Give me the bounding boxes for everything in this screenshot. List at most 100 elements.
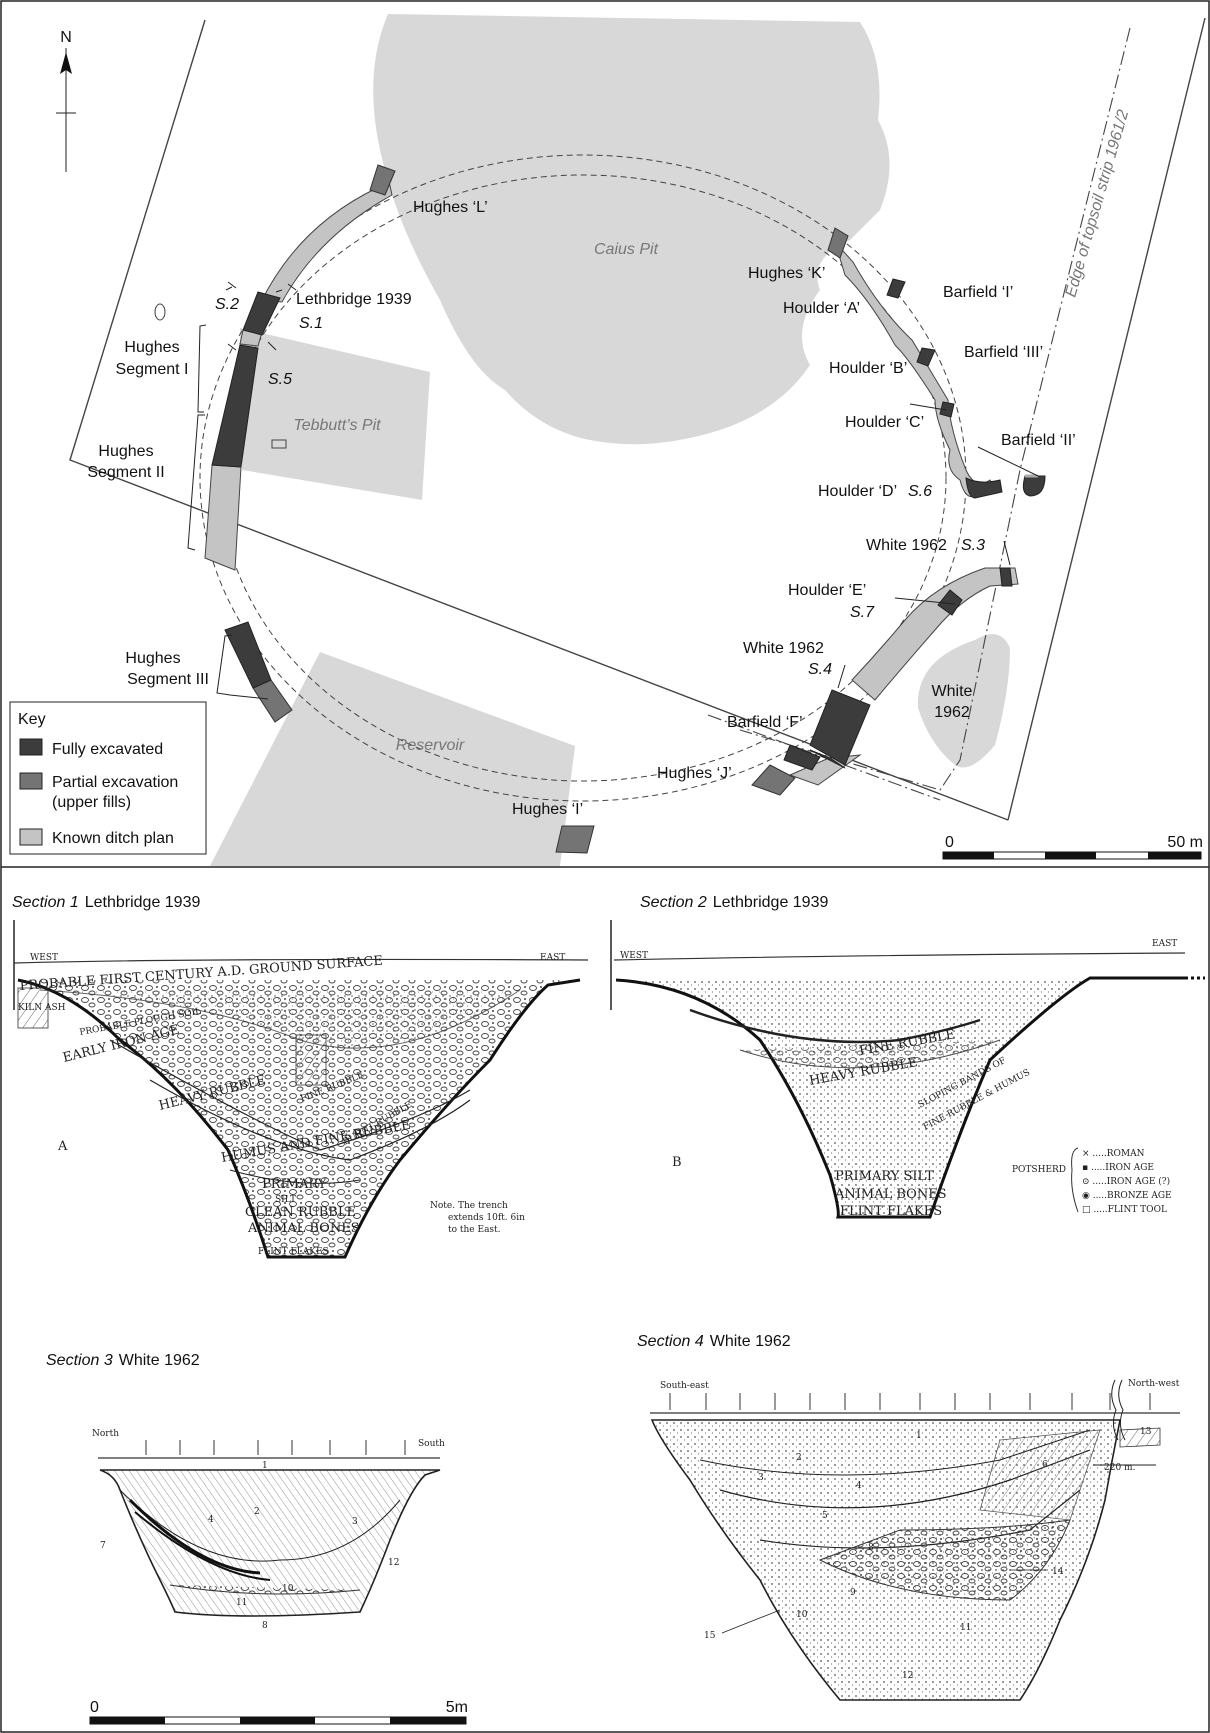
section3-num-1: 1 (262, 1461, 268, 1471)
section1-west: WEST (30, 953, 58, 963)
section1-ditch (17, 978, 581, 1259)
small-rect (271, 439, 287, 449)
section2-legend-2: ▪ .....IRON AGE (1082, 1163, 1154, 1173)
white-1962-area (917, 634, 1010, 768)
section1-animal-bones: ANIMAL BONES (247, 1221, 360, 1236)
section4-num-12: 12 (902, 1671, 913, 1681)
section2-legend-title: POTSHERD (1012, 1165, 1066, 1175)
section2-legend-5: □ .....FLINT TOOL (1082, 1205, 1167, 1215)
key-label-full: Fully excavated (52, 741, 163, 758)
section3-num-10: 10 (282, 1584, 294, 1594)
section1-flint-flakes: FLINT FLAKES (258, 1247, 329, 1257)
section1-east: EAST (540, 953, 565, 963)
section4-num-14: 14 (1052, 1567, 1064, 1577)
ditch-known (204, 170, 1019, 786)
section3-north: North (92, 1429, 119, 1439)
label-s1: S.1 (299, 315, 323, 332)
section2-letter: B (672, 1155, 682, 1170)
section4-num-15: 15 (704, 1631, 716, 1641)
section2-legend-3: ⊙ .....IRON AGE (?) (1082, 1176, 1170, 1187)
key-label-partial-2: (upper fills) (52, 794, 131, 811)
boundary-east (1007, 17, 1206, 821)
section1-letter: A (57, 1139, 68, 1154)
section4-num-5: 5 (822, 1511, 828, 1521)
section4-num-10: 10 (796, 1610, 808, 1620)
tebbutts-pit-label: Tebbutt’s Pit (293, 417, 381, 434)
label-barfield-ii: Barfield ‘II’ (1001, 432, 1076, 449)
section2-west: WEST (620, 951, 648, 961)
tebbutts-pit-area (240, 328, 430, 500)
section4-num-3: 3 (758, 1473, 764, 1483)
section3-num-12: 12 (388, 1558, 399, 1568)
topsoil-strip-label: Edge of topsoil strip 1961/2 (1063, 108, 1133, 299)
section3-num-11: 11 (236, 1598, 247, 1608)
label-s2: S.2 (215, 296, 239, 313)
section4-num-8: 8 (868, 1543, 874, 1553)
sections-scale-start: 0 (90, 1699, 99, 1716)
ditch-partial (252, 164, 849, 854)
section4-num-1: 1 (916, 1431, 922, 1441)
label-white-1962-s3: White 1962 (866, 537, 947, 554)
leader-lines (837, 403, 1039, 689)
label-hughes-seg2-b: Segment II (87, 464, 164, 481)
section-markers (227, 281, 297, 351)
label-lethbridge: Lethbridge 1939 (296, 291, 412, 308)
label-s6: S.6 (908, 483, 932, 500)
label-houlder-a: Houlder ‘A’ (783, 300, 860, 317)
section1-note-1: Note. The trench (430, 1201, 508, 1211)
white-1962-area-line2: 1962 (934, 704, 970, 721)
topsoil-strip-edge (739, 27, 1131, 791)
key-swatch-known (19, 828, 43, 846)
key-label-known: Known ditch plan (52, 830, 174, 847)
section4-num-6: 6 (1042, 1460, 1048, 1470)
key-swatch-full (19, 738, 43, 756)
white-1962-area-line1: White (932, 683, 973, 700)
reservoir-area (210, 652, 575, 866)
section4-num-2: 2 (796, 1453, 802, 1463)
segment-brackets (187, 286, 283, 700)
section3-num-7: 7 (100, 1541, 106, 1551)
label-houlder-e: Houlder ‘E’ (788, 582, 866, 599)
reservoir-label: Reservoir (396, 737, 465, 754)
key-label-partial-1: Partial excavation (52, 774, 178, 791)
section1-silt: SILT (275, 1195, 296, 1205)
plan-scale-bar: 0 50 m (942, 834, 1203, 860)
section3-south: South (418, 1439, 445, 1449)
plan-scale-start: 0 (945, 834, 954, 851)
section4-southeast: South-east (660, 1381, 709, 1391)
section2-animal-bones: ANIMAL BONES (834, 1187, 947, 1202)
plan-scale-end: 50 m (1167, 834, 1203, 851)
sections-scale-bar: 0 5m (89, 1699, 468, 1725)
label-hughes-j: Hughes ‘J’ (657, 765, 732, 782)
label-s7: S.7 (850, 604, 875, 621)
section3-num-3: 3 (352, 1517, 358, 1527)
section4-num-9: 9 (850, 1588, 856, 1598)
section2-legend-4: ◉ .....BRONZE AGE (1082, 1191, 1172, 1201)
label-hughes-seg2-a: Hughes (98, 443, 153, 460)
plan-key: Key Fully excavated Partial excavation (… (9, 701, 207, 855)
key-swatch-partial (19, 772, 43, 790)
section4-num-4: 4 (856, 1481, 862, 1491)
key-title: Key (18, 711, 46, 728)
label-houlder-d: Houlder ‘D’ (818, 483, 897, 500)
section1-note-3: to the East. (448, 1225, 501, 1235)
site-plan: N Caius Pit Tebbutt’s Pit Reservoir Whit… (9, 14, 1206, 866)
section2-primary-silt: PRIMARY SILT (835, 1169, 934, 1184)
north-arrow: N (56, 29, 76, 172)
section4-num-13: 13 (1140, 1427, 1152, 1437)
label-houlder-b: Houlder ‘B’ (829, 360, 907, 377)
site-boundary (69, 19, 1009, 821)
section2-flint-flakes: FLINT FLAKES (840, 1204, 942, 1219)
label-s5: S.5 (268, 371, 292, 388)
label-s3: S.3 (961, 537, 985, 554)
label-barfield-f: Barfield ‘F’ (727, 714, 803, 731)
section3-ditch (99, 1469, 441, 1617)
ditch-full (211, 278, 1013, 771)
